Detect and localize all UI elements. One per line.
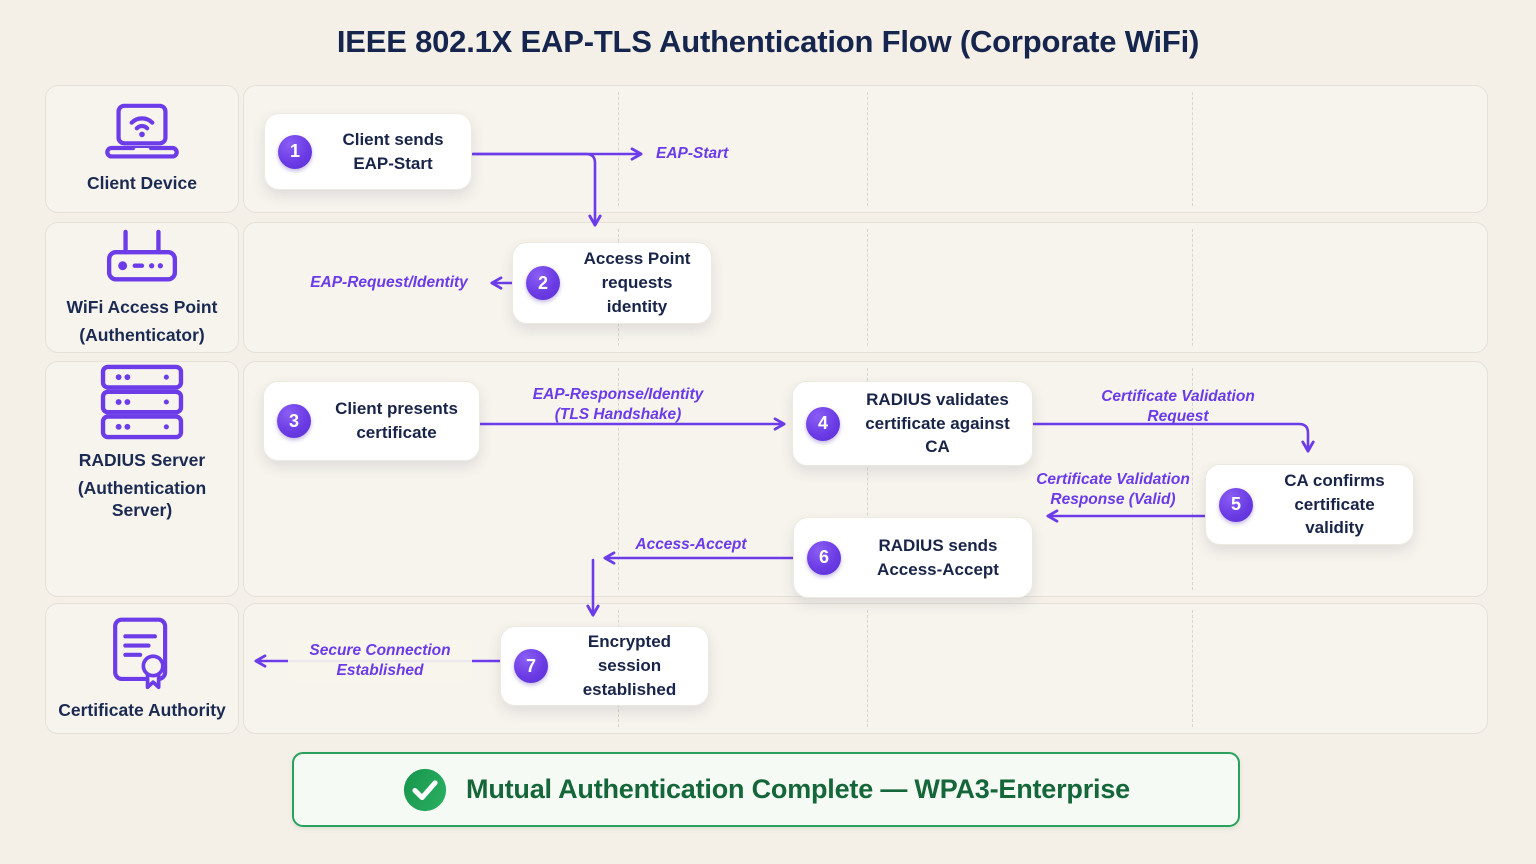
step-3-box: 3 Client presents certificate	[263, 381, 480, 461]
step-4-box: 4 RADIUS validates certificate against C…	[792, 381, 1033, 466]
certificate-icon	[113, 617, 168, 689]
step-1-text: Client sends EAP-Start	[325, 128, 461, 176]
step-2-number-badge: 2	[526, 266, 560, 300]
step-4-line1: RADIUS validates	[866, 389, 1009, 409]
completion-banner-text: Mutual Authentication Complete — WPA3-En…	[466, 774, 1130, 804]
completion-banner: Mutual Authentication Complete — WPA3-En…	[292, 752, 1240, 827]
step-1-number-badge: 1	[278, 134, 312, 169]
page-title: IEEE 802.1X EAP-TLS Authentication Flow …	[336, 24, 1200, 59]
step-7-number-badge: 7	[514, 649, 548, 683]
step-3-text: Client presents certificate	[324, 397, 469, 445]
step-1-box: 1 Client sends EAP-Start	[264, 113, 472, 190]
arrow-label-eap-response-identity: EAP-Response/Identity (TLS Handshake)	[532, 386, 704, 423]
server-stack-icon	[100, 365, 184, 440]
step-7-box: 7 Encrypted session established	[500, 626, 709, 706]
step-4-line2: certificate against CA	[865, 413, 1010, 457]
lane-label-ap: WiFi Access Point	[66, 297, 218, 318]
step-3-line2: certificate	[356, 423, 437, 442]
arrow-label-secure-connection: Secure Connection Established	[288, 640, 472, 682]
laptop-wifi-icon	[105, 104, 179, 159]
column-guide-line	[867, 368, 868, 590]
step-3-line1: Client presents	[335, 399, 458, 419]
lane-ap-flow-area	[243, 222, 1488, 353]
step-7-line1: Encrypted session	[587, 632, 672, 676]
arrow-label-cert-validation-response: Certificate Validation Response (Valid)	[1036, 471, 1190, 508]
check-circle-icon	[403, 768, 447, 811]
step-7-line2: established	[582, 679, 677, 699]
lane-label-client: Client Device	[87, 173, 197, 194]
column-guide-line	[867, 610, 868, 727]
step-3-number-badge: 3	[277, 404, 311, 438]
column-guide-line	[1192, 610, 1193, 727]
column-guide-line	[1192, 368, 1193, 590]
column-guide-line	[867, 92, 868, 206]
step-1-line2: EAP-Start	[353, 153, 433, 173]
arrow-label-access-accept: Access-Accept	[635, 536, 747, 553]
step-5-line1: CA confirms	[1284, 470, 1385, 490]
step-2-box: 2 Access Point requests identity	[512, 242, 712, 324]
step-6-text: RADIUS sends Access-Accept	[854, 534, 1022, 582]
step-4-text: RADIUS validates certificate against CA	[853, 388, 1022, 459]
arrow-cert-validation-request	[1031, 422, 1315, 453]
step-5-line2: certificate validity	[1294, 494, 1375, 538]
step-2-line2: requests identity	[601, 273, 673, 316]
step-6-line1: RADIUS sends	[878, 535, 998, 555]
step-2-line1: Access Point	[583, 249, 691, 269]
column-guide-line	[867, 229, 868, 346]
wifi-router-icon	[106, 229, 178, 282]
step-2-text: Access Point requests identity	[573, 247, 701, 318]
arrow-label-eap-start: EAP-Start	[656, 145, 729, 162]
lane-sublabel-ap: (Authenticator)	[79, 324, 205, 345]
column-guide-line	[618, 92, 619, 206]
step-1-line1: Client sends	[342, 129, 444, 149]
arrow-label-cert-validation-request: Certificate Validation Request	[1101, 388, 1255, 425]
arrow-to-step2	[471, 152, 602, 227]
step-5-text: CA confirms certificate validity	[1266, 469, 1403, 540]
lane-radius-server: RADIUS Server (Authentication Server)	[45, 361, 239, 597]
lane-label-radius: RADIUS Server	[78, 450, 206, 471]
lane-client-device: Client Device	[45, 85, 239, 213]
lane-wifi-access-point: WiFi Access Point (Authenticator)	[45, 222, 239, 353]
step-4-number-badge: 4	[806, 406, 840, 441]
lane-sublabel-radius: (Authentication Server)	[77, 477, 207, 521]
step-6-box: 6 RADIUS sends Access-Accept	[793, 517, 1033, 598]
step-5-number-badge: 5	[1219, 487, 1253, 522]
step-7-text: Encrypted session established	[561, 630, 698, 701]
column-guide-line	[618, 368, 619, 590]
step-6-number-badge: 6	[807, 540, 841, 575]
arrow-label-eap-request-identity: EAP-Request/Identity	[310, 274, 468, 291]
lane-label-ca: Certificate Authority	[58, 699, 226, 720]
column-guide-line	[1192, 229, 1193, 346]
column-guide-line	[1192, 92, 1193, 206]
step-6-line2: Access-Accept	[877, 559, 999, 579]
step-5-box: 5 CA confirms certificate validity	[1205, 464, 1414, 545]
lane-certificate-authority: Certificate Authority	[45, 603, 239, 734]
